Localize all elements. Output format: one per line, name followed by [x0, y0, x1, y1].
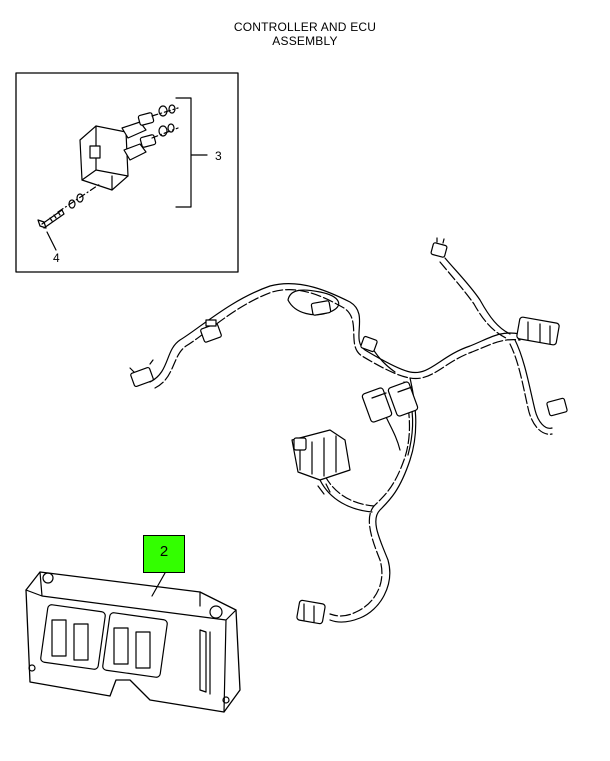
leader-callout-2	[151, 572, 166, 597]
connector-left	[129, 359, 154, 388]
callout-4: 4	[53, 251, 60, 265]
connector-right-large	[516, 316, 560, 346]
leader-callout-4	[46, 231, 57, 251]
ecu-module	[25, 571, 241, 713]
callout-2-highlight[interactable]: 2	[143, 535, 185, 573]
mounting-bolt	[37, 193, 84, 229]
callout-3: 3	[215, 149, 222, 163]
connector-top	[430, 237, 448, 258]
title-line-1: CONTROLLER AND ECU	[233, 20, 377, 34]
connector-right-lower	[546, 397, 568, 417]
connector-ecu-main	[291, 429, 351, 495]
solenoid-valve	[79, 104, 176, 191]
connector-top-middle	[310, 300, 332, 316]
connector-small-center	[360, 335, 378, 353]
connector-bottom	[296, 599, 326, 625]
bracket-callout-3	[175, 97, 208, 208]
title-line-2: ASSEMBLY	[272, 34, 338, 48]
connector-double	[361, 381, 419, 423]
diagram-title: CONTROLLER AND ECU ASSEMBLY	[0, 20, 610, 48]
connector-upper-left	[200, 319, 222, 343]
wiring-harness	[149, 257, 553, 623]
detail-inset-box	[15, 72, 239, 273]
